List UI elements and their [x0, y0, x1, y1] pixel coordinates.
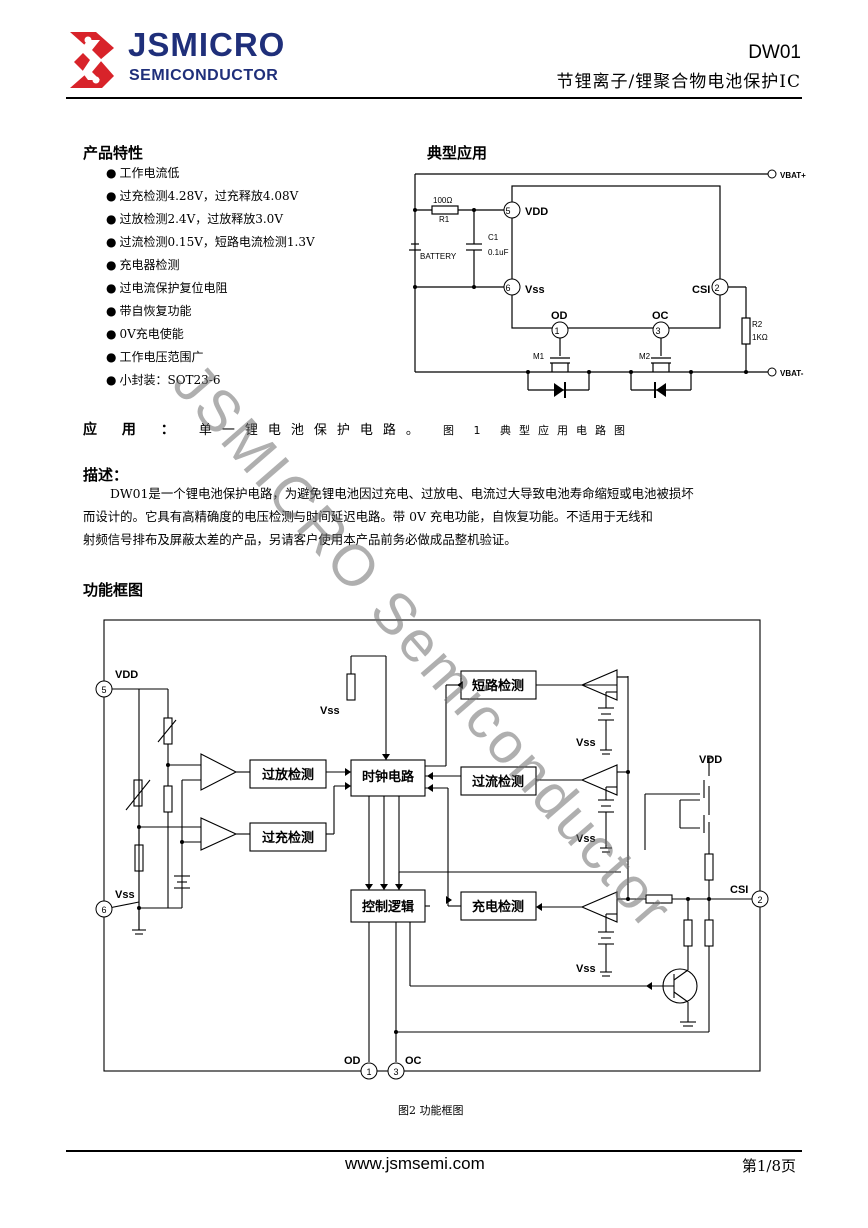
bullet-icon: ●	[106, 350, 117, 364]
r2-label: R2	[752, 320, 763, 329]
bd-vdd-right-label: VDD	[699, 754, 722, 766]
pin2-number: 2	[714, 283, 719, 293]
vbat-minus-label: VBAT-	[780, 369, 804, 378]
charger-detect-block: 充电检测	[472, 899, 524, 915]
bullet-icon: ●	[106, 327, 117, 341]
over-charge-block: 过充检测	[262, 830, 314, 846]
battery-label: BATTERY	[420, 252, 457, 261]
list-item: ●过放检测2.4V，过放释放3.0V	[106, 212, 283, 226]
application-text: 单一锂电池保护电路。	[198, 423, 429, 438]
block-diagram-heading: 功能框图	[83, 581, 144, 599]
list-item: ●带自恢复功能	[106, 304, 192, 318]
bd-pin6-number: 6	[101, 905, 106, 915]
m2-label: M2	[639, 352, 651, 361]
page-number: 第1/8页	[741, 1157, 796, 1175]
bd-oc-label: OC	[405, 1055, 422, 1067]
logo-subtitle: SEMICONDUCTOR	[129, 67, 279, 84]
list-item: ●充电器检测	[106, 258, 180, 272]
company-logo: JSMICRO SEMICONDUCTOR	[66, 26, 316, 92]
typical-application-circuit: VBAT+ VBAT- 100Ω R1 C1 0.1uF BATTERY 5 V…	[409, 169, 806, 398]
bullet-icon: ●	[106, 212, 117, 226]
clock-block: 时钟电路	[362, 769, 415, 785]
description-line: DW01是一个锂电池保护电路，为避免锂电池因过充电、过放电、电流过大导致电池寿命…	[110, 486, 694, 501]
description-line: 射频信号排布及屏蔽太差的产品，另请客户使用本产品前务必做成品整机验证。	[83, 532, 517, 547]
vbat-plus-label: VBAT+	[780, 171, 806, 180]
features-list: ●工作电流低 ●过充检测4.28V，过充释放4.08V ●过放检测2.4V，过放…	[106, 162, 315, 392]
bullet-icon: ●	[106, 189, 117, 203]
over-current-block: 过流检测	[472, 774, 524, 790]
r2-value: 1KΩ	[752, 333, 768, 342]
c1-label: C1	[488, 233, 499, 242]
functional-block-diagram: 5 6 2 1 3 VDD Vss Vss Vss Vss Vss VDD CS…	[95, 619, 769, 1080]
c1-value: 0.1uF	[488, 248, 509, 257]
short-circuit-block: 短路检测	[472, 678, 524, 694]
bd-vss-current-label: Vss	[576, 833, 596, 845]
bullet-icon: ●	[106, 304, 117, 318]
figure2-caption: 图2 功能框图	[398, 1104, 464, 1117]
r1-label: R1	[439, 215, 450, 224]
pin1-number: 1	[554, 326, 559, 336]
bullet-icon: ●	[106, 166, 117, 180]
pin6-number: 6	[505, 283, 510, 293]
footer-url: www.jsmsemi.com	[345, 1154, 485, 1173]
bd-csi-label: CSI	[730, 884, 748, 896]
od-pin-label: OD	[551, 310, 568, 322]
part-number: DW01	[748, 42, 801, 63]
bd-pin5-number: 5	[101, 685, 106, 695]
bullet-icon: ●	[106, 373, 117, 387]
list-item: ●工作电压范围广	[106, 350, 204, 364]
features-heading: 产品特性	[83, 144, 144, 162]
list-item: ●过流检测0.15V，短路电流检测1.3V	[106, 235, 315, 249]
vss-pin-label: Vss	[525, 284, 545, 296]
vdd-pin-label: VDD	[525, 206, 548, 218]
application-label: 应 用 ：	[83, 422, 185, 438]
r1-value: 100Ω	[433, 196, 452, 205]
description-paragraph: DW01是一个锂电池保护电路，为避免锂电池因过充电、过放电、电流过大导致电池寿命…	[83, 482, 783, 551]
pin3-number: 3	[655, 326, 660, 336]
application-line: 应 用 ： 单一锂电池保护电路。 图 1 典型应用电路图	[83, 419, 633, 439]
csi-pin-label: CSI	[692, 284, 710, 296]
list-item: ●过充检测4.28V，过充释放4.08V	[106, 189, 299, 203]
over-discharge-block: 过放检测	[262, 767, 314, 783]
list-item: ●0V充电使能	[106, 327, 184, 341]
bullet-icon: ●	[106, 235, 117, 249]
bd-vss-charger-label: Vss	[576, 963, 596, 975]
logo-wordmark: JSMICRO	[128, 26, 286, 63]
bd-vss-short-label: Vss	[576, 737, 596, 749]
m1-label: M1	[533, 352, 545, 361]
bd-vss-top-label: Vss	[320, 705, 340, 717]
figure1-caption: 图 1 典型应用电路图	[443, 424, 634, 437]
bullet-icon: ●	[106, 281, 117, 295]
bullet-icon: ●	[106, 258, 117, 272]
description-heading: 描述：	[83, 466, 129, 484]
typical-application-heading: 典型应用	[427, 144, 488, 162]
bd-vss-label: Vss	[115, 889, 135, 901]
list-item: ●工作电流低	[106, 166, 180, 180]
document-subtitle: 节锂离子/锂聚合物电池保护IC	[556, 72, 801, 92]
bd-od-label: OD	[344, 1055, 361, 1067]
footer-rule	[66, 1150, 802, 1152]
description-line: 而设计的。它具有高精确度的电压检测与时间延迟电路。带 0V 充电功能，自恢复功能…	[83, 509, 653, 524]
bd-pin3-number: 3	[393, 1067, 398, 1077]
control-logic-block: 控制逻辑	[362, 899, 414, 915]
bd-vdd-label: VDD	[115, 669, 138, 681]
pin5-number: 5	[505, 206, 510, 216]
list-item: ●过电流保护复位电阻	[106, 281, 228, 295]
bd-pin2-number: 2	[757, 895, 762, 905]
bd-pin1-number: 1	[366, 1067, 371, 1077]
list-item: ●小封装：SOT23-6	[106, 373, 221, 387]
oc-pin-label: OC	[652, 310, 669, 322]
header-rule	[66, 97, 802, 99]
logo-mark-icon	[70, 32, 114, 88]
